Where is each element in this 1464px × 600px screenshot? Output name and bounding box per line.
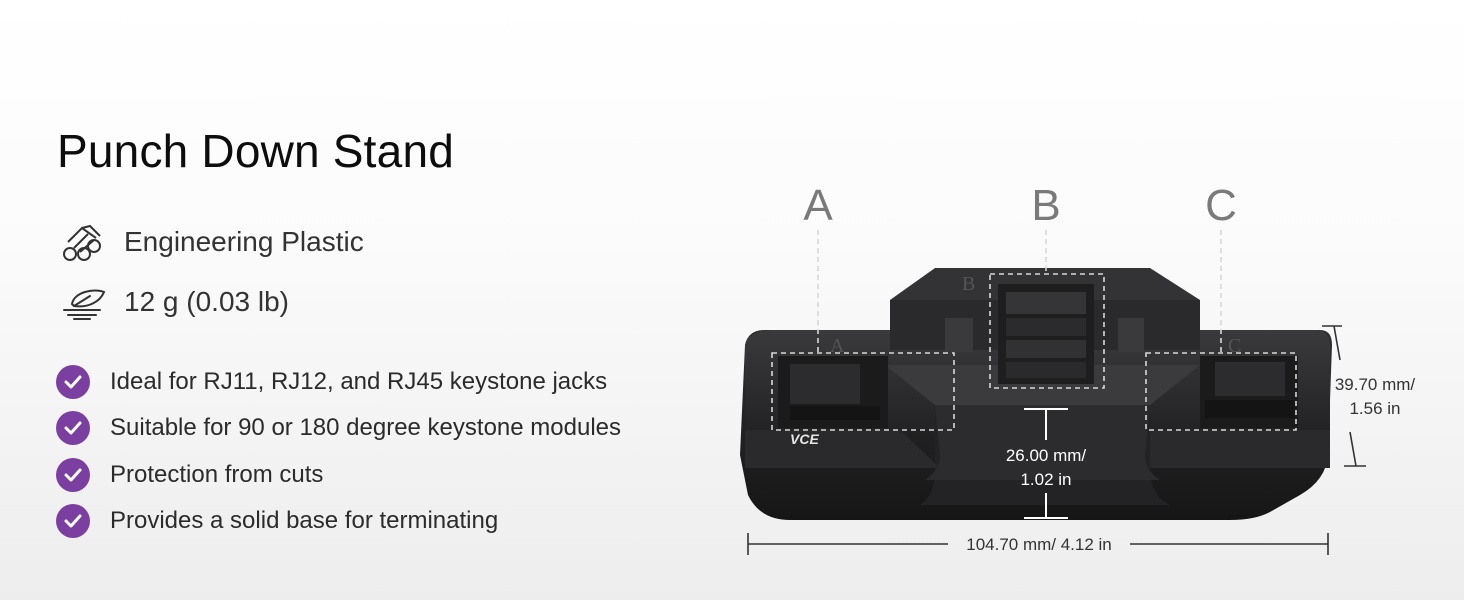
height-dimension-label-1: 39.70 mm/	[1335, 375, 1416, 394]
spec-weight-text: 12 g (0.03 lb)	[124, 286, 289, 317]
punch-down-stand-image: A B C	[740, 268, 1332, 520]
check-icon	[56, 504, 90, 538]
feature-item: Protection from cuts	[56, 457, 323, 493]
width-dimension-lines	[747, 533, 1329, 555]
center-dimension-lines	[1024, 408, 1068, 519]
check-icon	[56, 365, 90, 399]
feature-text: Protection from cuts	[110, 461, 324, 488]
slot-label-b: B	[1031, 181, 1060, 230]
engraved-letter-c: C	[1228, 335, 1241, 357]
feature-text: Provides a solid base for terminating	[110, 507, 499, 534]
page-title: Punch Down Stand	[57, 125, 455, 177]
weight-icon	[60, 282, 112, 322]
spec-weight: 12 g (0.03 lb)	[60, 282, 289, 322]
slot-label-c: C	[1205, 181, 1237, 230]
check-icon	[56, 411, 90, 445]
feature-item: Suitable for 90 or 180 degree keystone m…	[56, 410, 621, 446]
check-icon	[56, 458, 90, 492]
height-dimension-label-2: 1.56 in	[1349, 399, 1400, 418]
feature-item: Ideal for RJ11, RJ12, and RJ45 keystone …	[56, 364, 607, 400]
width-dimension-label: 104.70 mm/ 4.12 in	[966, 535, 1112, 554]
spec-material-text: Engineering Plastic	[124, 226, 364, 257]
product-diagram: A B C VCE A B C 26.00 mm/ 1.02 in 39.70 …	[740, 181, 1416, 555]
feature-text: Suitable for 90 or 180 degree keystone m…	[110, 414, 621, 441]
engraved-letter-b: B	[962, 273, 975, 295]
center-dimension-label-1: 26.00 mm/	[1006, 446, 1087, 465]
slot-label-a: A	[803, 181, 833, 230]
feature-item: Provides a solid base for terminating	[56, 503, 498, 539]
height-dimension-lines	[1322, 325, 1366, 467]
spec-material: Engineering Plastic	[60, 222, 364, 262]
center-dimension-label-2: 1.02 in	[1020, 470, 1071, 489]
engraved-letter-a: A	[830, 335, 845, 357]
slot-highlights	[771, 230, 1297, 431]
feature-text: Ideal for RJ11, RJ12, and RJ45 keystone …	[110, 368, 608, 395]
brand-logo: VCE	[790, 431, 819, 447]
material-icon	[60, 222, 112, 262]
